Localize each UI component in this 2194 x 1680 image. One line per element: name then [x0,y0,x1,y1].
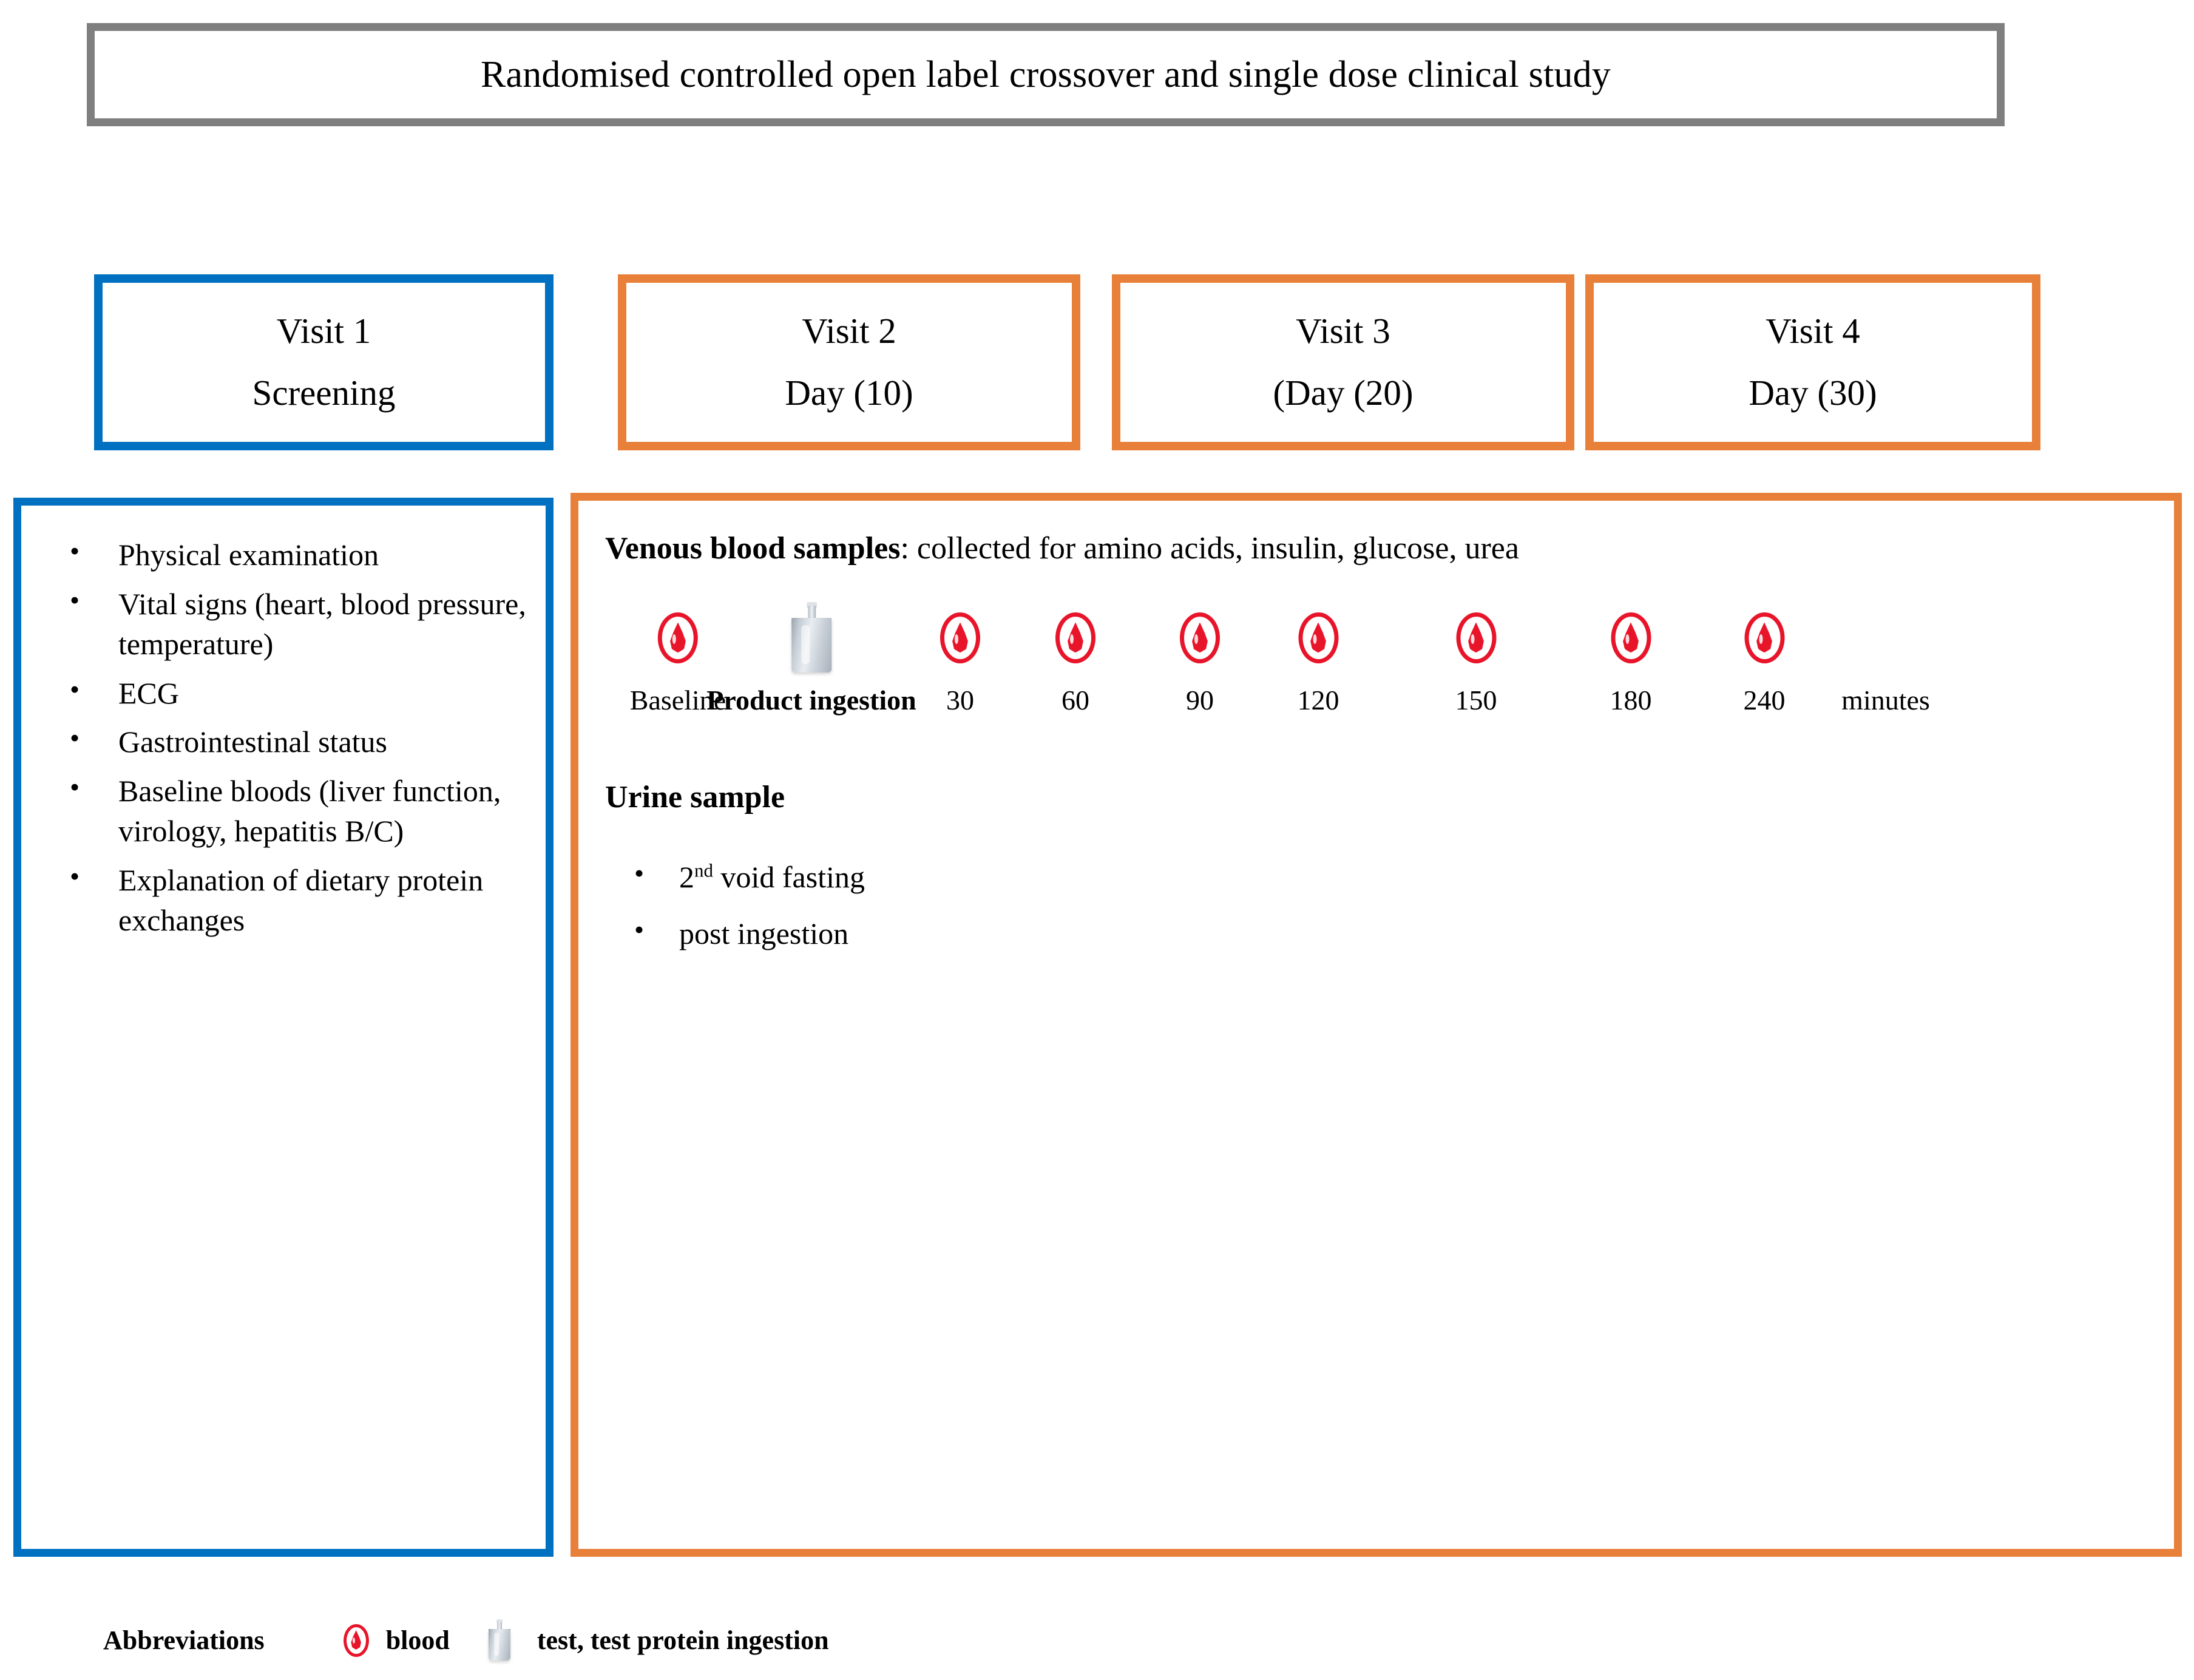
visit-2-detail: Day (10) [785,373,913,413]
page-title: Randomised controlled open label crossov… [480,53,1611,95]
blood-drop-icon [1180,601,1220,674]
visit-box-1[interactable]: Visit 1 Screening [94,274,554,450]
legend-blood-label: blood [385,1625,450,1655]
visit-box-2[interactable]: Visit 2 Day (10) [618,274,1080,450]
timepoint-90[interactable]: 90 [1180,601,1220,716]
blood-sampling-timeline: Baseline Product ingestion 30 60 90 [605,601,2150,753]
blood-drop-icon [343,1624,369,1657]
timepoint-label: 240 [1743,685,1786,716]
legend-title: Abbreviations [103,1625,265,1655]
list-item: Vital signs (heart, blood pressure, temp… [27,581,540,665]
list-item: Physical examination [27,532,540,575]
list-item: Baseline bloods (liver function, virolog… [27,768,540,852]
urine-item-1-number: 2 [679,859,694,894]
blood-drop-icon [1298,601,1339,674]
blood-drop-icon [1744,601,1786,674]
list-item: Gastrointestinal status [27,719,540,762]
screening-list: Physical examination Vital signs (heart,… [27,532,540,941]
timepoint-label: 150 [1455,685,1497,716]
timepoint-150[interactable]: 150 [1455,601,1497,716]
screening-activities-panel: Physical examination Vital signs (heart,… [13,498,554,1557]
visit-2-name: Visit 2 [802,311,896,351]
timepoint-label: 60 [1061,685,1089,716]
study-title-box: Randomised controlled open label crossov… [87,23,2005,126]
blood-drop-icon [940,601,980,674]
visit-3-detail: (Day (20) [1273,373,1414,413]
list-item: 2nd void fasting [605,855,2150,898]
pouch-icon [706,601,916,674]
venous-blood-samples-header: Venous blood samples: collected for amin… [605,530,2150,567]
timepoint-label: 90 [1186,685,1214,716]
timepoint-label: Product ingestion [706,685,916,716]
visit-box-3[interactable]: Visit 3 (Day (20) [1112,274,1574,450]
blood-drop-icon [630,601,726,674]
urine-item-1-ordinal: nd [694,859,713,881]
timepoint-label: Baseline [629,685,726,716]
timepoint-label: 120 [1297,685,1339,716]
urine-item-1-rest: void fasting [713,859,865,894]
visit-4-name: Visit 4 [1766,311,1860,351]
urine-sample-heading: Urine sample [605,780,785,815]
timepoint-label: 180 [1610,685,1652,716]
urine-sample-list: 2nd void fasting post ingestion [605,855,2150,955]
timepoint-120[interactable]: 120 [1298,601,1339,716]
timeline-unit: minutes [1841,601,1930,716]
legend-pouch-label: test, test protein ingestion [537,1625,829,1655]
visit-1-detail: Screening [252,373,396,413]
pouch-icon [486,1619,513,1662]
timepoint-product-ingestion[interactable]: Product ingestion [706,601,916,716]
timepoint-60[interactable]: 60 [1055,601,1095,716]
timepoint-label: 30 [946,685,974,716]
list-item: post ingestion [605,911,2150,955]
timepoint-baseline[interactable]: Baseline [630,601,726,716]
visit-3-name: Visit 3 [1296,311,1390,351]
blood-drop-icon [1610,601,1652,674]
abbreviations-legend: Abbreviations blood test, test protein i… [103,1607,829,1674]
timepoint-30[interactable]: 30 [940,601,980,716]
visit-procedures-panel: Venous blood samples: collected for amin… [571,493,2182,1557]
list-item: ECG [27,671,540,714]
timeline-unit-label: minutes [1841,685,1930,716]
blood-drop-icon [1055,601,1095,674]
list-item: Explanation of dietary protein exchanges [27,858,540,941]
venous-header-rest: : collected for amino acids, insulin, gl… [900,531,1519,566]
venous-header-bold: Venous blood samples [605,531,901,566]
blood-drop-icon [1455,601,1497,674]
visit-1-name: Visit 1 [276,311,371,351]
timepoint-240[interactable]: 240 [1744,601,1786,716]
visit-4-detail: Day (30) [1749,373,1877,413]
timepoint-180[interactable]: 180 [1610,601,1652,716]
visit-box-4[interactable]: Visit 4 Day (30) [1585,274,2040,450]
